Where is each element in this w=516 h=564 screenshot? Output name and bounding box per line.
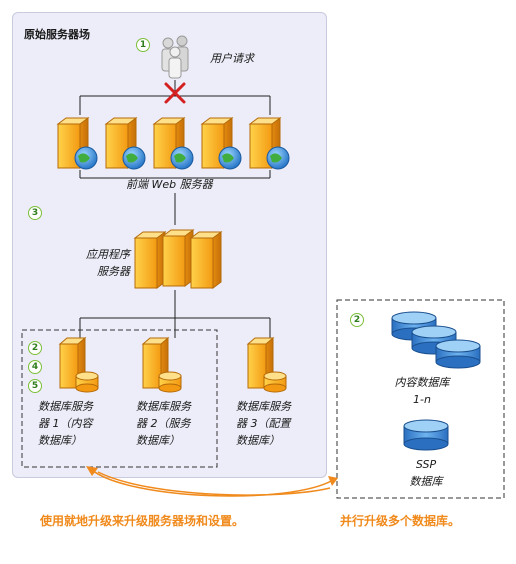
web-server-icon-1 [56,117,98,170]
step-badge-4: 4 [28,360,42,374]
web-servers [56,117,290,170]
app-server-label: 应用程序 服务器 [58,246,130,280]
db-server-1-line-3: 数据库） [38,434,82,447]
ssp-database-icon [403,419,449,451]
farm-title: 原始服务器场 [24,28,90,41]
ssp-db-label-line-2: 数据库 [409,475,443,488]
blocked-x-icon [164,82,186,104]
web-server-icon-3 [152,117,194,170]
application-servers-icon [133,229,223,289]
db-server-2-line-3: 数据库） [136,434,180,447]
db-server-icon-1 [58,336,99,393]
db-server-icon-2 [141,336,182,393]
inplace-upgrade-caption: 使用就地升级来升级服务器场和设置。 [40,514,245,528]
db-server-1-label: 数据库服务 器 1（内容 数据库） [38,398,93,449]
web-server-icon-4 [200,117,242,170]
content-db-label-line-2: 1-n [413,393,431,406]
app-server-label-line-2: 服务器 [97,265,130,278]
db-server-3-line-3: 数据库） [236,434,280,447]
db-server-2-line-1: 数据库服务 [136,400,191,413]
db-server-3-line-2: 器 3（配置 [236,417,291,430]
db-server-1-line-1: 数据库服务 [38,400,93,413]
content-databases-icon [391,311,481,369]
step-badge-1: 1 [136,38,150,52]
parallel-upgrade-caption: 并行升级多个数据库。 [340,514,461,528]
content-db-label-line-1: 内容数据库 [394,376,450,389]
db-server-3-line-1: 数据库服务 [236,400,291,413]
users-icon [161,35,189,79]
parallel-step-badge-2: 2 [350,313,364,327]
app-server-label-line-1: 应用程序 [86,248,130,261]
ssp-db-label: SSP 数据库 [376,456,476,490]
db-server-icon-3 [246,336,287,393]
step-badge-3: 3 [28,206,42,220]
arrow-head-right [328,476,338,486]
front-end-servers-label: 前端 Web 服务器 [126,178,213,191]
db-server-3-label: 数据库服务 器 3（配置 数据库） [236,398,291,449]
step-badge-5: 5 [28,379,42,393]
db-server-2-label: 数据库服务 器 2（服务 数据库） [136,398,191,449]
ssp-db-label-line-1: SSP [415,458,437,471]
step-badge-2: 2 [28,341,42,355]
web-server-icon-5 [248,117,290,170]
web-server-icon-2 [104,117,146,170]
arrow-head-left [86,466,98,476]
content-db-label: 内容数据库 1-n [372,374,472,408]
db-server-2-line-2: 器 2（服务 [136,417,191,430]
db-server-1-line-2: 器 1（内容 [38,417,93,430]
user-request-label: 用户请求 [210,52,254,65]
